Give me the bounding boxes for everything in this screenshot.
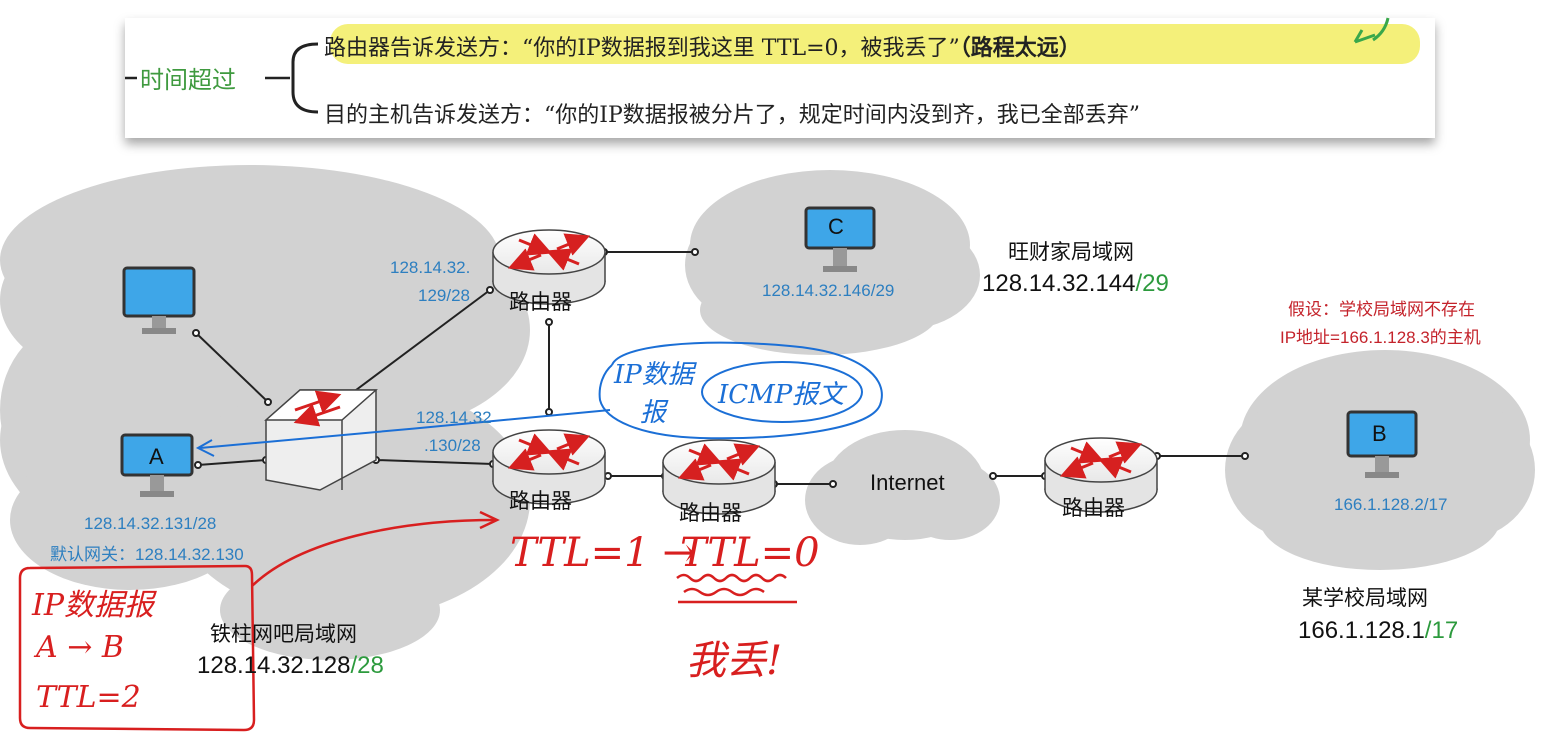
switch	[264, 389, 378, 491]
host-b-label: B	[1372, 421, 1387, 446]
host-c-computer-icon	[804, 206, 876, 272]
wangcai-lan-mask: /29	[1135, 270, 1169, 297]
assumption-line1: 假设：学校局域网不存在	[1288, 300, 1475, 319]
icmp-return-path	[195, 341, 883, 457]
host-b-computer-icon	[1346, 410, 1418, 478]
tiezhu-lan-name: 铁柱网吧局域网	[210, 623, 357, 646]
packet-annotation-strokes	[18, 510, 797, 732]
switch-arrows-icon	[293, 390, 342, 427]
router-top-ip-line1: 128.14.32.	[390, 258, 471, 277]
internet-cloud	[805, 430, 1000, 545]
packet-note-line2: A → B	[36, 630, 124, 665]
banner-category: 时间超过	[140, 66, 236, 94]
router-arrows-icon	[507, 433, 591, 471]
host-a-gateway: 默认网关：128.14.32.130	[50, 545, 244, 564]
host-b-ip: 166.1.128.2/17	[1334, 495, 1448, 514]
wangcai-lan-cloud	[685, 170, 980, 355]
router-middle-label: 路由器	[679, 502, 742, 525]
host-c-label: C	[828, 214, 844, 239]
tiezhu-lan-address: 128.14.32.128/28	[197, 652, 384, 680]
tiezhu-lan-mask: /28	[350, 652, 384, 679]
router-arrows-icon	[677, 443, 761, 481]
host-a-label: A	[149, 444, 164, 469]
router-gateway	[492, 429, 606, 505]
highlight-mark	[330, 24, 1420, 64]
router-middle	[662, 439, 776, 515]
wangcai-lan-address: 128.14.32.144/29	[982, 270, 1169, 298]
wangcai-lan-address-ip: 128.14.32.144	[982, 270, 1136, 297]
banner-line-router: 路由器告诉发送方：“你的IP数据报到我这里 TTL=0，被我丢了”（路程太远）	[324, 30, 1081, 62]
packet-note-line3: TTL=2	[36, 680, 141, 715]
router-arrows-icon	[1059, 441, 1143, 479]
reply-packet-note-line2: 报	[640, 398, 667, 428]
router-gateway-ip-line1: 128.14.32	[416, 408, 492, 427]
host-a-computer-icon	[120, 433, 194, 497]
icmp-message-note: ICMP报文	[718, 380, 845, 410]
computer-icon	[122, 266, 196, 334]
assumption-line2: IP地址=166.1.128.3的主机	[1280, 328, 1481, 347]
router-gateway-label: 路由器	[509, 490, 572, 513]
school-lan-address: 166.1.128.1/17	[1298, 617, 1458, 645]
banner-line-host: 目的主机告诉发送方：“你的IP数据报被分片了，规定时间内没到齐，我已全部丢弃”	[324, 103, 1140, 128]
host-c-ip: 128.14.32.146/29	[762, 281, 895, 300]
ttl-zero-note: TTL=0	[680, 530, 820, 576]
packet-note-line1: IP数据报	[32, 588, 155, 623]
router-top-label: 路由器	[509, 291, 572, 314]
reply-packet-note-line1: IP数据	[614, 360, 694, 390]
router-school	[1044, 437, 1158, 513]
ttl-one-note: TTL=1 →	[510, 530, 696, 576]
school-lan-address-ip: 166.1.128.1	[1298, 617, 1425, 644]
tiezhu-lan-address-ip: 128.14.32.128	[197, 652, 351, 679]
school-lan-mask: /17	[1424, 617, 1459, 644]
router-arrows-icon	[507, 233, 591, 271]
tiezhu-lan-cloud	[0, 165, 530, 660]
school-lan-name: 某学校局域网	[1302, 587, 1428, 610]
banner-line-router-bold: （路程太远）	[959, 36, 1081, 61]
router-top	[492, 229, 606, 305]
router-gateway-ip-line2: .130/28	[424, 436, 481, 455]
router-school-label: 路由器	[1062, 497, 1125, 520]
drop-note: 我丢!	[686, 638, 783, 684]
internet-label: Internet	[870, 470, 945, 495]
router-top-ip-line2: 129/28	[418, 286, 470, 305]
wangcai-lan-name: 旺财家局域网	[1008, 241, 1134, 264]
host-a-ip: 128.14.32.131/28	[84, 514, 217, 533]
banner-line-router-text: 路由器告诉发送方：“你的IP数据报到我这里 TTL=0，被我丢了”	[324, 36, 960, 61]
